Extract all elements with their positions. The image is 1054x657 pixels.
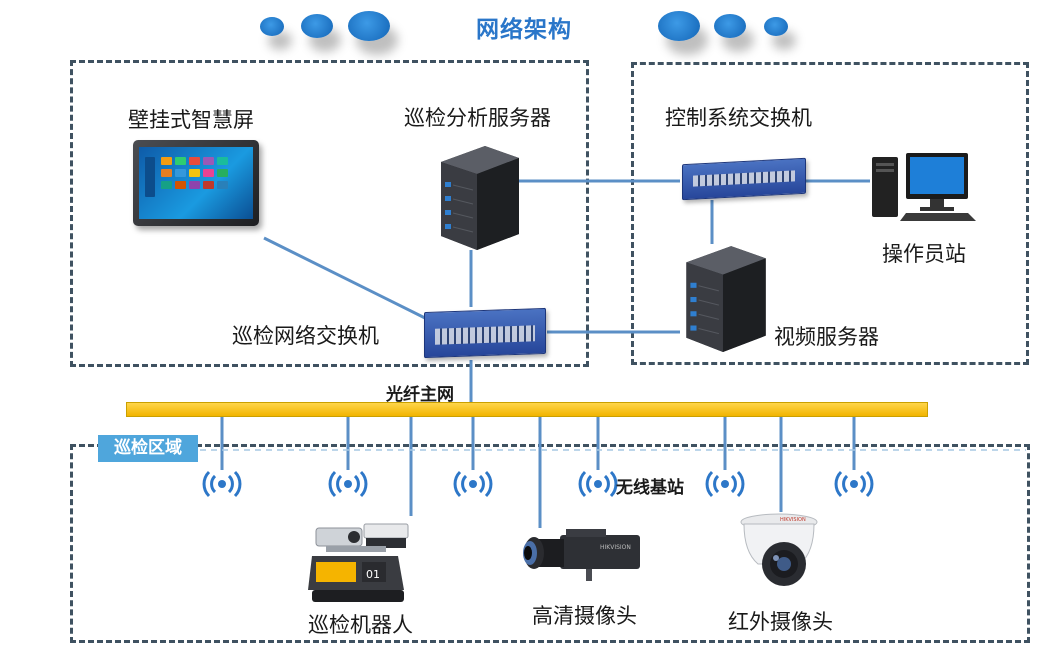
wall-screen-label: 壁挂式智慧屏 [128,108,254,132]
title-dot-right-3 [764,17,788,36]
wireless-base-station-label: 无线基站 [616,478,684,498]
camera-brand: HIKVISION [600,544,631,551]
link-screen-to-switch [263,236,426,320]
inspection-zone-region [70,444,1030,643]
wireless-signal-icon [328,470,368,498]
box-camera-icon: HIKVISION [523,529,640,581]
hd-camera-label: 高清摄像头 [532,604,637,628]
inspection-network-region [70,60,589,367]
title-dot-right-1 [658,11,700,41]
operator-station-label: 操作员站 [882,242,966,266]
fiber-backbone-label: 光纤主网 [386,385,454,405]
title-dot-left-3 [348,11,390,41]
robot-label: 巡检机器人 [308,613,413,637]
title-dot-left-1 [260,17,284,36]
wireless-signal-icon [578,470,618,498]
title-dot-left-2 [301,14,333,38]
ir-camera-label: 红外摄像头 [728,610,833,634]
video-server-label: 视频服务器 [774,325,879,349]
analysis-server-label: 巡检分析服务器 [404,106,551,130]
robot-number: 01 [366,568,380,581]
dome-camera-icon: HIKVISION [740,513,818,586]
network-switch-icon [424,307,546,359]
robot-icon: 01 [308,523,409,602]
inspection-switch-label: 巡检网络交换机 [232,324,379,348]
desktop-pc-icon [872,153,976,221]
control-system-region [631,62,1029,365]
server-icon [441,146,519,250]
title-dot-right-2 [714,14,746,38]
control-switch-label: 控制系统交换机 [665,106,812,130]
wireless-signal-icon [834,470,874,498]
inspection-zone-tag: 巡检区域 [98,435,198,462]
fiber-backbone [126,402,928,417]
server-icon [686,246,766,352]
wireless-signal-icon [453,470,493,498]
wireless-signal-icon [705,470,745,498]
monitor-icon [133,140,259,226]
diagram-title: 网络架构 [476,17,572,43]
wireless-signal-icon [202,470,242,498]
network-switch-icon [682,157,806,201]
dome-brand: HIKVISION [780,517,806,523]
